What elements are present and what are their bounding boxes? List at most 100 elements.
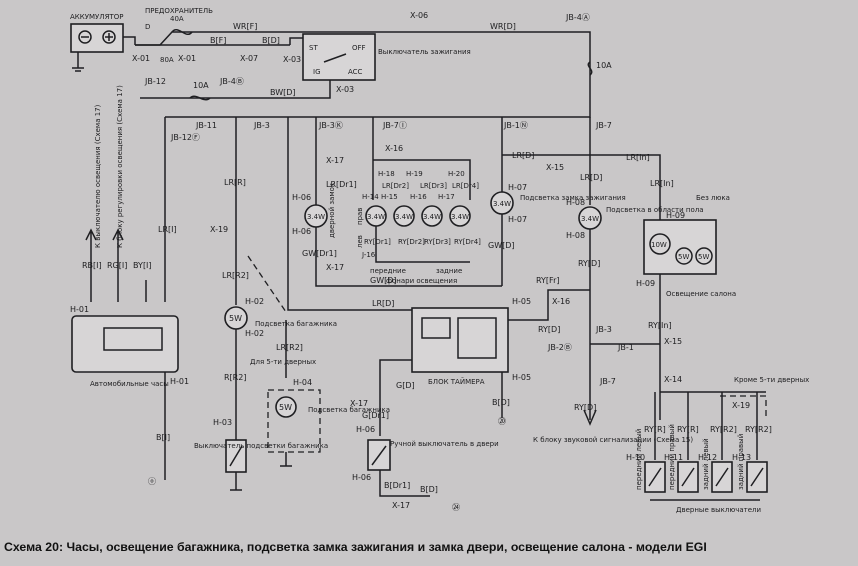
svg-text:H-09: H-09 <box>636 279 655 288</box>
svg-text:RY[D]: RY[D] <box>538 325 560 334</box>
svg-text:передний левый: передний левый <box>635 429 643 490</box>
svg-text:LR[Dr1]: LR[Dr1] <box>326 180 357 189</box>
svg-text:3.4W: 3.4W <box>451 213 469 221</box>
cabin-light-5w-bulb-1 <box>675 247 693 265</box>
svg-text:GW[D]: GW[D] <box>370 276 397 285</box>
svg-text:㉔: ㉔ <box>452 503 460 512</box>
svg-text:H-12: H-12 <box>698 453 717 462</box>
svg-text:RB[I]: RB[I] <box>82 261 102 270</box>
svg-text:OFF: OFF <box>352 44 366 52</box>
fuse-10a-right <box>587 61 593 76</box>
svg-text:К блоку регулировки освещения: К блоку регулировки освещения (Схема 17) <box>116 85 124 248</box>
svg-text:передний правый: передний правый <box>668 424 676 490</box>
svg-text:5W: 5W <box>678 253 689 261</box>
svg-text:Без люка: Без люка <box>696 194 730 202</box>
trunk-light-5door-box <box>267 389 321 453</box>
svg-text:JB-3Ⓚ: JB-3Ⓚ <box>318 121 343 130</box>
svg-text:Ручной выключатель в двери: Ручной выключатель в двери <box>390 440 499 448</box>
svg-text:JB-3: JB-3 <box>595 325 612 334</box>
svg-text:RY[R2]: RY[R2] <box>745 425 772 434</box>
svg-text:RY[Dr3]: RY[Dr3] <box>424 238 451 246</box>
svg-text:RY[Dr1]: RY[Dr1] <box>364 238 391 246</box>
svg-text:3.4W: 3.4W <box>307 213 325 221</box>
svg-text:LR[In]: LR[In] <box>650 179 674 188</box>
svg-text:JB-2Ⓑ: JB-2Ⓑ <box>547 343 572 352</box>
svg-text:JB-11: JB-11 <box>195 121 217 130</box>
svg-text:IG: IG <box>313 68 321 76</box>
svg-text:JB-4Ⓐ: JB-4Ⓐ <box>565 13 590 22</box>
svg-text:3.4W: 3.4W <box>493 200 511 208</box>
svg-text:H-04: H-04 <box>293 378 312 387</box>
svg-text:LR[R]: LR[R] <box>224 178 246 187</box>
svg-text:X-17: X-17 <box>350 399 368 408</box>
svg-text:GW[D]: GW[D] <box>488 241 515 250</box>
fuse-40a <box>171 29 193 35</box>
svg-text:D: D <box>145 23 150 31</box>
svg-text:X-16: X-16 <box>552 297 570 306</box>
svg-text:⑳: ⑳ <box>498 417 506 426</box>
svg-text:RY[R2]: RY[R2] <box>710 425 737 434</box>
clock-display <box>103 327 163 351</box>
svg-text:H-06: H-06 <box>292 227 311 236</box>
svg-text:Подсветка багажника: Подсветка багажника <box>255 320 337 328</box>
svg-text:X-03: X-03 <box>283 55 301 64</box>
svg-text:дверной замок: дверной замок <box>328 183 336 238</box>
svg-text:H-10: H-10 <box>626 453 645 462</box>
svg-text:Дверные выключатели: Дверные выключатели <box>676 506 761 514</box>
svg-text:ST: ST <box>309 44 318 52</box>
svg-text:RY[D]: RY[D] <box>574 403 596 412</box>
svg-text:Кроме 5-ти дверных: Кроме 5-ти дверных <box>734 376 809 384</box>
svg-text:H-05: H-05 <box>512 373 531 382</box>
svg-text:H-13: H-13 <box>732 453 751 462</box>
svg-text:H-18: H-18 <box>378 170 395 178</box>
svg-text:К выключателю освещения (Схема: К выключателю освещения (Схема 17) <box>94 104 102 248</box>
svg-text:H-02: H-02 <box>245 297 264 306</box>
svg-text:3.4W: 3.4W <box>581 215 599 223</box>
svg-text:3.4W: 3.4W <box>395 213 413 221</box>
svg-text:RG[I]: RG[I] <box>107 261 127 270</box>
svg-text:LR[R2]: LR[R2] <box>222 271 249 280</box>
svg-text:задние: задние <box>436 267 462 275</box>
svg-text:задний левый: задний левый <box>702 438 710 490</box>
svg-text:Для 5-ти дверных: Для 5-ти дверных <box>250 358 316 366</box>
svg-text:H-02: H-02 <box>245 329 264 338</box>
diagram-caption: Схема 20: Часы, освещение багажника, под… <box>4 540 707 554</box>
svg-text:X-19: X-19 <box>210 225 228 234</box>
ignition-lock-light-bulb <box>490 191 514 215</box>
svg-text:5W: 5W <box>698 253 709 261</box>
timer-unit-label: БЛОК ТАЙМЕРА <box>428 377 485 386</box>
svg-text:J-16: J-16 <box>361 251 376 259</box>
svg-text:H-17: H-17 <box>438 193 455 201</box>
svg-text:WR[F]: WR[F] <box>233 22 257 31</box>
svg-text:задний правый: задний правый <box>737 434 745 490</box>
svg-text:B[F]: B[F] <box>210 36 226 45</box>
svg-text:5W: 5W <box>279 403 292 412</box>
svg-text:LR[D]: LR[D] <box>580 173 602 182</box>
svg-text:фонари освещения: фонари освещения <box>386 277 457 285</box>
svg-text:40A: 40A <box>170 15 184 23</box>
svg-text:RY[Dr4]: RY[Dr4] <box>454 238 481 246</box>
svg-text:X-15: X-15 <box>664 337 682 346</box>
svg-text:3.4W: 3.4W <box>423 213 441 221</box>
fuse-10a-left <box>189 95 211 101</box>
svg-text:Выключатель подсветки багажник: Выключатель подсветки багажника <box>194 442 328 450</box>
svg-text:LR[Dr4]: LR[Dr4] <box>452 182 479 190</box>
svg-text:R[R2]: R[R2] <box>224 373 246 382</box>
svg-text:H-11: H-11 <box>664 453 683 462</box>
svg-text:лев: лев <box>356 235 364 248</box>
svg-text:H-01: H-01 <box>170 377 189 386</box>
svg-text:LR[R2]: LR[R2] <box>276 343 303 352</box>
cabin-light-5w-bulb-2 <box>695 247 713 265</box>
svg-text:X-17: X-17 <box>326 156 344 165</box>
battery-minus-terminal <box>78 30 92 44</box>
svg-text:RY[Fr]: RY[Fr] <box>536 276 559 285</box>
svg-text:H-07: H-07 <box>508 183 527 192</box>
svg-text:X-15: X-15 <box>546 163 564 172</box>
svg-text:JB-12Ⓕ: JB-12Ⓕ <box>170 133 200 142</box>
svg-text:H-19: H-19 <box>406 170 423 178</box>
svg-text:X-07: X-07 <box>240 54 258 63</box>
svg-text:G[D]: G[D] <box>396 381 415 390</box>
svg-text:LR[I]: LR[I] <box>158 225 177 234</box>
svg-text:X-01: X-01 <box>132 54 150 63</box>
